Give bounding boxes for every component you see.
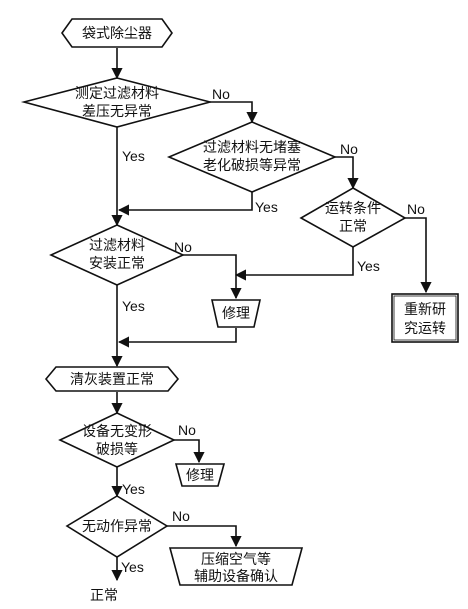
cleaning-node-label: 清灰装置正常 bbox=[70, 372, 154, 388]
decision-operation-line-2: 正常 bbox=[339, 219, 367, 235]
decision-deform-line-1: 设备无变形 bbox=[82, 423, 152, 440]
connector-clog-no bbox=[335, 156, 359, 190]
connector-pressure-no bbox=[210, 101, 258, 124]
clog-yes-label: Yes bbox=[255, 199, 278, 215]
motion-no-label: No bbox=[172, 508, 190, 524]
pressure-yes-label: Yes bbox=[122, 148, 145, 164]
decision-operation: 运转条件 正常 bbox=[299, 187, 407, 248]
repair-node-1-label: 修理 bbox=[222, 306, 250, 322]
restudy-box: 重新研 究运转 bbox=[391, 293, 459, 343]
decision-operation-line-1: 运转条件 bbox=[325, 200, 381, 217]
decision-pressure-line-1: 测定过滤材料 bbox=[75, 86, 159, 102]
clog-no-label: No bbox=[340, 141, 358, 157]
connector-deform-no bbox=[174, 439, 205, 464]
decision-clog: 过滤材料无堵塞 老化破损等异常 bbox=[166, 121, 338, 193]
decision-clog-line-2: 老化破损等异常 bbox=[203, 157, 301, 174]
repair-node-2: 修理 bbox=[174, 463, 226, 487]
deform-yes-label: Yes bbox=[122, 481, 145, 497]
confirm-air-line-2: 辅助设备确认 bbox=[194, 568, 278, 585]
decision-motion: 无动作异常 bbox=[65, 495, 169, 558]
decision-install: 过滤材料 安装正常 bbox=[49, 224, 185, 286]
decision-deform-line-2: 破损等 bbox=[96, 441, 138, 458]
motion-yes-label: Yes bbox=[121, 559, 144, 575]
connector-operation-yes bbox=[234, 247, 354, 281]
pressure-no-label: No bbox=[212, 86, 230, 102]
decision-pressure: 测定过滤材料 差压无异常 bbox=[20, 77, 214, 128]
install-no-label: No bbox=[174, 239, 192, 255]
connector-clog-yes bbox=[117, 192, 253, 216]
connector-motion-no bbox=[167, 525, 242, 548]
decision-deform: 设备无变形 破损等 bbox=[58, 412, 176, 468]
restudy-line-1: 重新研 bbox=[404, 302, 446, 318]
connector-operation-no bbox=[405, 217, 432, 294]
connector-install-no bbox=[183, 254, 242, 300]
repair-node-2-label: 修理 bbox=[186, 468, 214, 484]
confirm-air-node: 压缩空气等 辅助设备确认 bbox=[168, 547, 304, 586]
start-node: 袋式除尘器 bbox=[61, 18, 173, 48]
decision-pressure-line-2: 差压无异常 bbox=[82, 104, 152, 120]
decision-install-line-2: 安装正常 bbox=[89, 256, 145, 272]
normal-end-label: 正常 bbox=[90, 588, 118, 604]
deform-no-label: No bbox=[178, 422, 196, 438]
connector-repair-return bbox=[117, 328, 237, 348]
repair-node-1: 修理 bbox=[211, 299, 261, 328]
operation-no-label: No bbox=[407, 201, 425, 217]
install-yes-label: Yes bbox=[122, 298, 145, 314]
start-node-label: 袋式除尘器 bbox=[82, 26, 152, 42]
operation-yes-label: Yes bbox=[357, 258, 380, 274]
cleaning-node: 清灰装置正常 bbox=[44, 366, 180, 392]
confirm-air-line-1: 压缩空气等 bbox=[201, 551, 271, 568]
decision-motion-label: 无动作异常 bbox=[82, 519, 152, 535]
decision-clog-line-1: 过滤材料无堵塞 bbox=[203, 139, 301, 156]
decision-install-line-1: 过滤材料 bbox=[89, 238, 145, 254]
restudy-line-2: 究运转 bbox=[404, 321, 446, 337]
